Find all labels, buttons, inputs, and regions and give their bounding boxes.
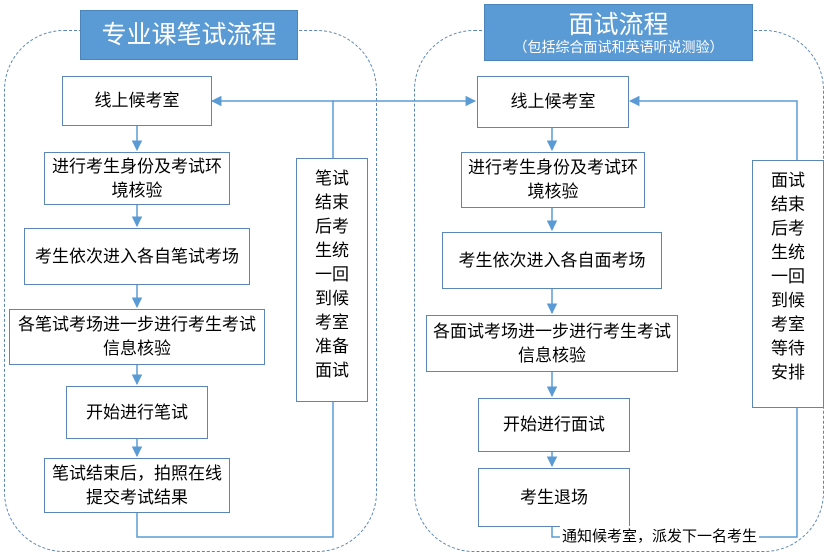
interview-step-info-check: 各面试考场进一步进行考生考试信息核验 [426, 315, 678, 372]
interview-step-waiting-room: 线上候考室 [477, 76, 629, 128]
written-return-char: 回 [332, 265, 349, 285]
interview-return-char: 面 [771, 171, 788, 191]
interview-return-char: 束 [788, 195, 805, 215]
written-step-waiting-room: 线上候考室 [62, 76, 212, 126]
written-return-char: 到 [315, 289, 332, 309]
written-step-enter-rooms: 考生依次进入各自笔试考场 [24, 228, 250, 285]
interview-return-char: 候 [788, 291, 805, 311]
interview-return-char: 安 [771, 363, 788, 383]
interview-return-char: 后 [771, 219, 788, 239]
written-step-identity-check: 进行考生身份及考试环境核验 [44, 152, 230, 205]
interview-step-start-interview: 开始进行面试 [478, 398, 630, 452]
written-return-char: 后 [315, 217, 332, 237]
written-return-char: 试 [332, 361, 349, 381]
interview-return-char: 等 [771, 339, 788, 359]
written-return-char: 生 [315, 241, 332, 261]
written-return-char: 准 [315, 337, 332, 357]
written-exam-title: 专业课笔试流程 [101, 20, 277, 49]
interview-return-char: 考 [771, 315, 788, 335]
interview-return-char: 一 [771, 267, 788, 287]
interview-step-identity-check: 进行考生身份及考试环境核验 [461, 152, 645, 208]
written-step-start-exam: 开始进行笔试 [66, 386, 208, 439]
written-return-char: 备 [332, 337, 349, 357]
interview-return-char: 到 [771, 291, 788, 311]
interview-step-candidate-exit: 考生退场 [478, 468, 630, 527]
written-return-char: 考 [315, 313, 332, 333]
written-return-char: 面 [315, 361, 332, 381]
interview-return-note: 面试 结束 后考 生统 一回 到候 考室 等待 安排 [752, 160, 824, 408]
interview-return-char: 排 [788, 363, 805, 383]
written-step-submit-results: 笔试结束后，拍照在线提交考试结果 [44, 458, 230, 513]
interview-return-char: 室 [788, 315, 805, 335]
interview-return-char: 回 [788, 267, 805, 287]
written-return-char: 统 [332, 241, 349, 261]
written-return-char: 束 [332, 193, 349, 213]
written-return-char: 一 [315, 265, 332, 285]
interview-bottom-note: 通知候考室，派发下一名考生 [560, 526, 760, 546]
written-return-char: 试 [332, 169, 349, 189]
written-exam-title-box: 专业课笔试流程 [80, 10, 298, 60]
interview-step-enter-rooms: 考生依次进入各自面考场 [442, 232, 662, 289]
interview-subtitle: （包括综合面试和英语听说测验） [513, 39, 724, 56]
written-return-char: 结 [315, 193, 332, 213]
written-return-note: 笔试 结束 后考 生统 一回 到候 考室 准备 面试 [296, 158, 368, 402]
written-return-char: 考 [332, 217, 349, 237]
interview-return-char: 结 [771, 195, 788, 215]
interview-title: 面试流程 [568, 9, 669, 39]
written-step-info-check: 各笔试考场进一步进行考生考试信息核验 [9, 309, 265, 365]
interview-return-char: 生 [771, 243, 788, 263]
interview-return-char: 统 [788, 243, 805, 263]
interview-return-char: 考 [788, 219, 805, 239]
interview-return-char: 试 [788, 171, 805, 191]
interview-return-char: 待 [788, 339, 805, 359]
written-return-char: 室 [332, 313, 349, 333]
interview-title-box: 面试流程 （包括综合面试和英语听说测验） [484, 4, 753, 61]
written-return-char: 候 [332, 289, 349, 309]
written-return-char: 笔 [315, 169, 332, 189]
